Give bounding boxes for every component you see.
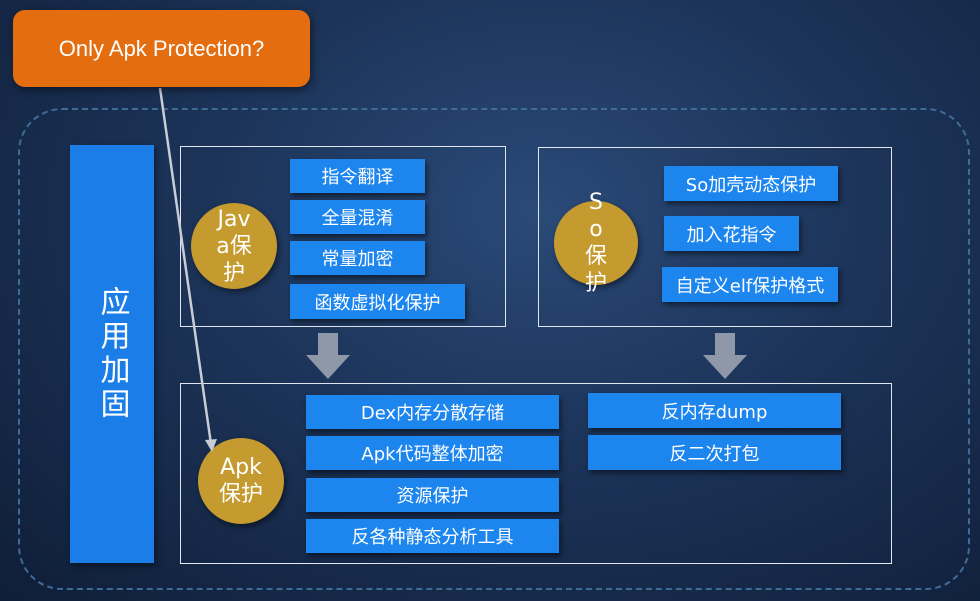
- apk-item-code-encryption: Apk代码整体加密: [306, 436, 559, 470]
- java-protection-circle: Java保护: [191, 203, 277, 289]
- apk-protection-circle: Apk保护: [198, 438, 284, 524]
- so-item-junk-instructions: 加入花指令: [664, 216, 799, 251]
- java-item-constant-encryption: 常量加密: [290, 241, 425, 275]
- so-protection-circle: So保护: [554, 190, 638, 296]
- down-arrow-icon: [703, 333, 747, 379]
- java-item-function-virtualization: 函数虚拟化保护: [290, 284, 465, 319]
- java-protection-label: Java保护: [216, 206, 252, 286]
- java-item-instruction-translation: 指令翻译: [290, 159, 425, 193]
- apk-protection-box: [180, 383, 892, 564]
- so-protection-box: [538, 147, 892, 327]
- so-protection-label: So保护: [584, 190, 607, 296]
- apk-item-anti-static-analysis: 反各种静态分析工具: [306, 519, 559, 553]
- down-arrow-icon: [306, 333, 350, 379]
- apk-item-anti-repackaging: 反二次打包: [588, 435, 841, 470]
- so-item-packing: So加壳动态保护: [664, 166, 838, 201]
- so-item-custom-elf: 自定义elf保护格式: [662, 267, 838, 302]
- side-label-bar: 应用加固: [70, 145, 154, 563]
- side-label: 应用加固: [94, 286, 130, 422]
- apk-protection-label: Apk保护: [218, 455, 263, 507]
- apk-item-dex-memory: Dex内存分散存储: [306, 395, 559, 429]
- apk-item-anti-memory-dump: 反内存dump: [588, 393, 841, 428]
- apk-item-resource-protection: 资源保护: [306, 478, 559, 512]
- question-callout: Only Apk Protection?: [13, 10, 310, 87]
- callout-text: Only Apk Protection?: [58, 35, 265, 61]
- dashed-group-outline: [18, 108, 970, 590]
- java-item-full-obfuscation: 全量混淆: [290, 200, 425, 234]
